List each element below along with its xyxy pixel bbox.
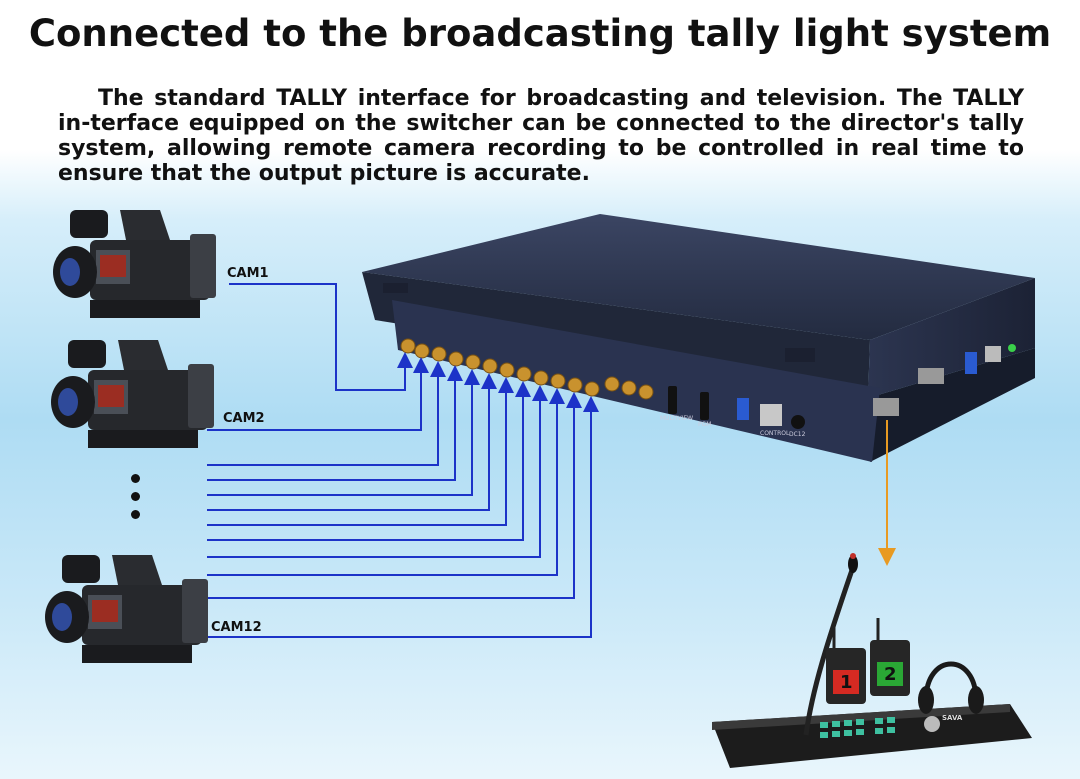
camera-2 — [28, 330, 218, 460]
intro-paragraph: The standard TALLY interface for broadca… — [58, 86, 1024, 186]
beltpack-1-number: 1 — [840, 672, 853, 693]
more-cameras-ellipsis — [131, 474, 140, 528]
multiview-port-label: MULTIVIEW — [660, 415, 694, 422]
camera-12 — [22, 545, 212, 675]
dc12-port-label: DC12 — [789, 431, 806, 438]
control-port-label: CONTROL — [760, 430, 790, 437]
beltpack-2-number: 2 — [884, 664, 897, 685]
video-switcher — [362, 214, 1035, 462]
page-title: Connected to the broadcasting tally ligh… — [28, 12, 1052, 55]
camera-1 — [30, 200, 220, 330]
pgm-port-label: PGM — [698, 421, 712, 428]
cam1-label: CAM1 — [227, 266, 269, 281]
cam2-label: CAM2 — [223, 411, 265, 426]
tally-intercom-system — [712, 553, 1032, 768]
cam12-label: CAM12 — [211, 620, 262, 635]
intercom-brand: SAVA — [942, 714, 963, 722]
